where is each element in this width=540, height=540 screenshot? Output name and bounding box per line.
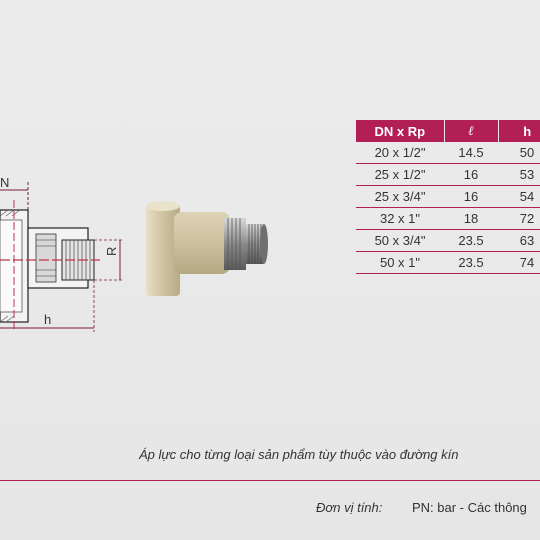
cell-dn-rp: 32 x 1"	[356, 207, 444, 230]
unit-value: PN: bar - Các thông	[412, 500, 527, 515]
unit-label: Đơn vị tính:	[316, 500, 383, 515]
r-dimension-label: R	[104, 246, 119, 256]
header-l: ℓ	[443, 120, 498, 142]
header-dn-rp: DN x Rp	[356, 120, 444, 142]
cell-l: 18	[444, 207, 498, 230]
dn-dimension-label: N	[0, 175, 10, 190]
header-h: h	[497, 120, 540, 142]
cell-h: 50	[498, 142, 540, 164]
spec-table: DN x Rp ℓ h 20 x 1/2" 14.5 50 25 x 1/2" …	[356, 120, 540, 274]
cell-l: 16	[444, 163, 498, 186]
cell-h: 53	[498, 163, 540, 186]
table-row: 50 x 3/4" 23.5 63	[356, 229, 540, 252]
table-row: 32 x 1" 18 72	[356, 207, 540, 230]
cell-h: 54	[498, 185, 540, 208]
cell-dn-rp: 50 x 3/4"	[356, 229, 444, 252]
cell-l: 23.5	[444, 251, 498, 274]
pressure-note: Áp lực cho từng loại sản phẩm tùy thuộc …	[139, 447, 459, 462]
cell-dn-rp: 25 x 3/4"	[356, 185, 444, 208]
cell-h: 72	[498, 207, 540, 230]
cell-l: 14.5	[444, 142, 498, 164]
cell-l: 23.5	[444, 229, 498, 252]
cell-l: 16	[444, 185, 498, 208]
cell-dn-rp: 50 x 1"	[356, 251, 444, 274]
product-photo	[146, 201, 268, 296]
cell-h: 63	[498, 229, 540, 252]
table-row: 25 x 1/2" 16 53	[356, 163, 540, 186]
table-header-row: DN x Rp ℓ h	[356, 120, 540, 142]
table-row: 25 x 3/4" 16 54	[356, 185, 540, 208]
table-row: 20 x 1/2" 14.5 50	[356, 142, 540, 164]
table-row: 50 x 1" 23.5 74	[356, 251, 540, 274]
divider	[0, 480, 540, 481]
cell-dn-rp: 20 x 1/2"	[356, 142, 444, 164]
technical-drawing	[0, 182, 124, 332]
cell-dn-rp: 25 x 1/2"	[356, 163, 444, 186]
cell-h: 74	[498, 251, 540, 274]
h-dimension-label: h	[44, 312, 52, 327]
